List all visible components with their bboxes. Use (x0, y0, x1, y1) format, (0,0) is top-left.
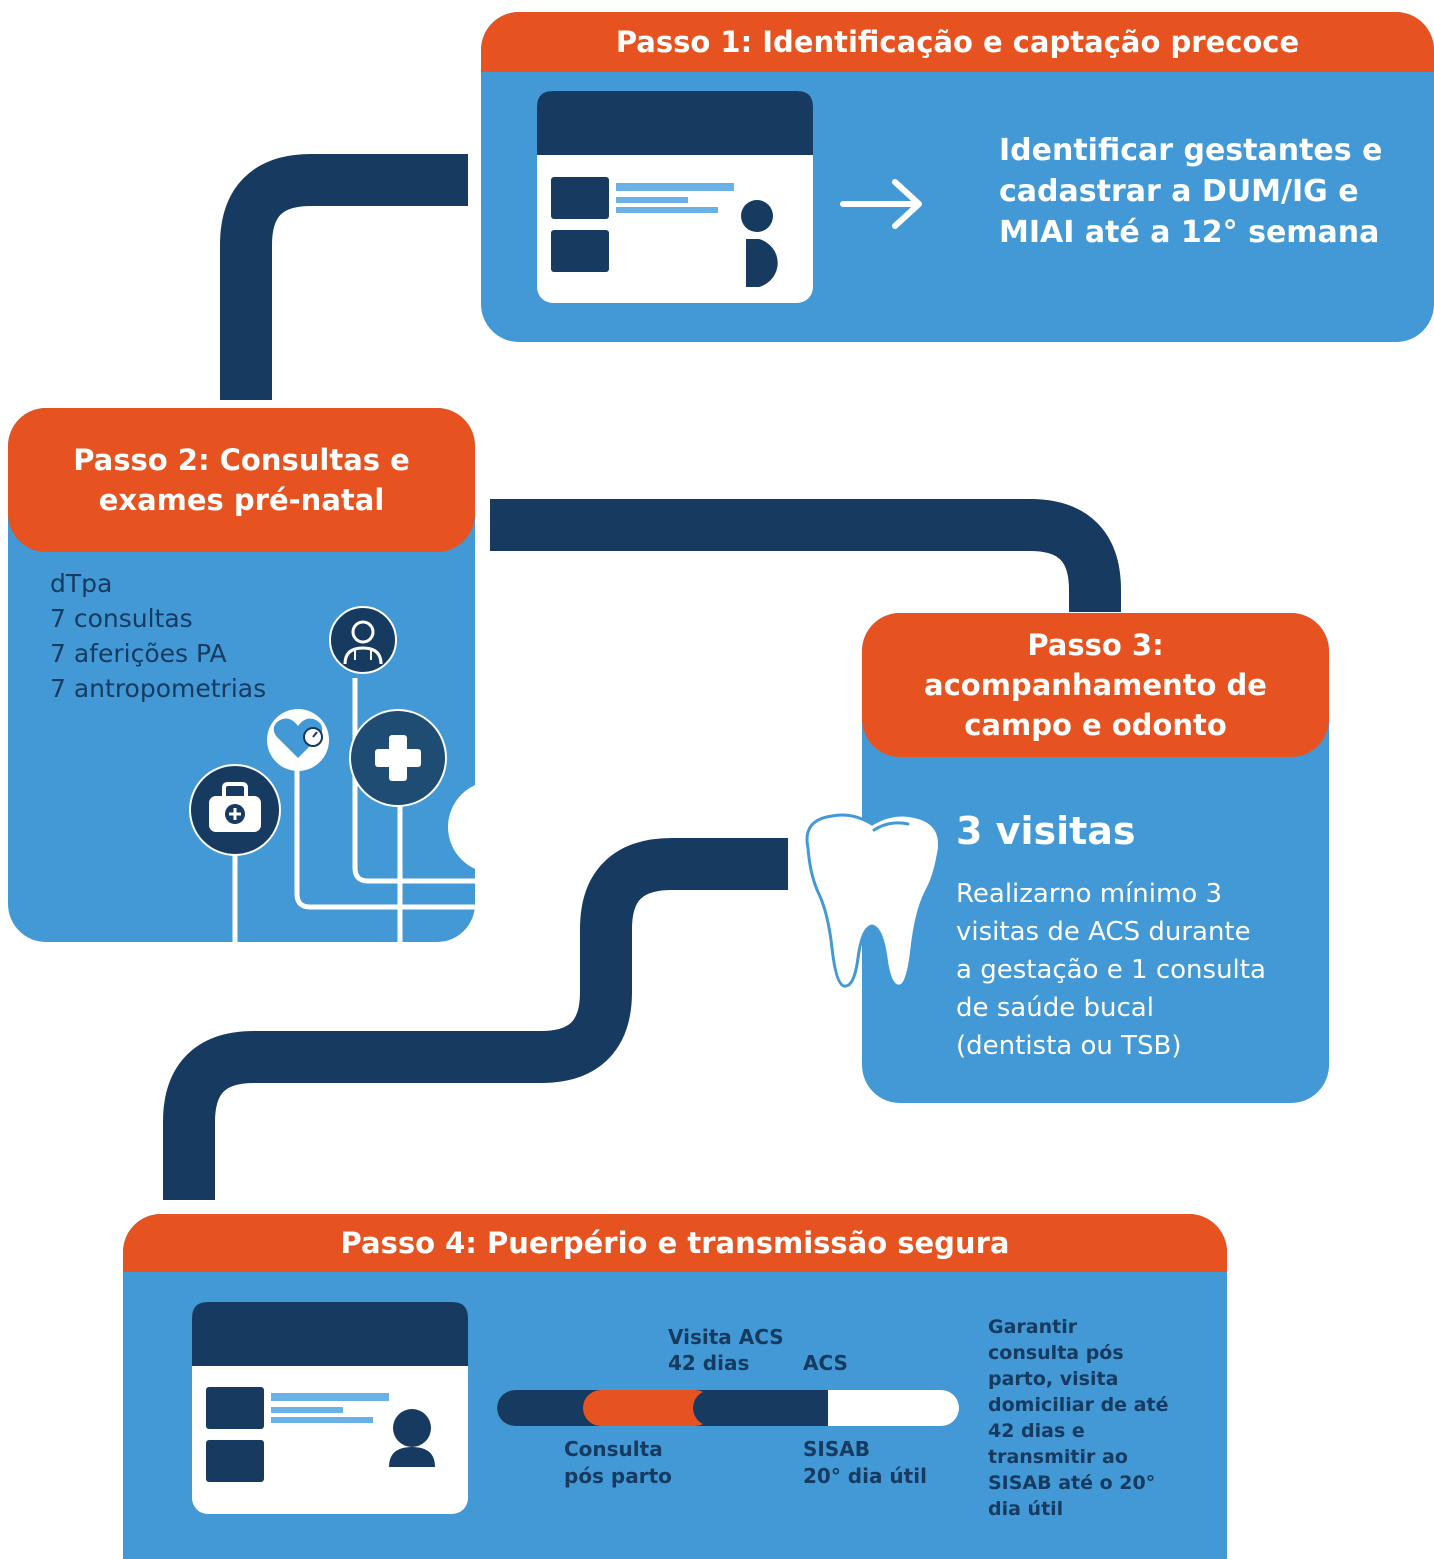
step3-header: Passo 3: acompanhamento de campo e odont… (862, 613, 1329, 757)
user-card-icon (192, 1302, 468, 1514)
step3-text-line: a gestação e 1 consulta (956, 955, 1266, 985)
step4-description: Garantir consulta pós parto, visita domi… (988, 1314, 1218, 1522)
medical-kit-icon (189, 764, 281, 856)
step3-title-line: Passo 3: (1027, 628, 1164, 662)
step3-highlight: 3 visitas (956, 809, 1136, 853)
step2-icons (189, 606, 475, 942)
step3-card: Passo 3: acompanhamento de campo e odont… (862, 613, 1329, 1103)
timeline-bar (497, 1390, 959, 1426)
step4-text-line: SISAB até o 20° (988, 1472, 1156, 1494)
step2-card: Passo 2: Consultas e exames pré-natal dT… (8, 408, 475, 942)
doctor-icon (329, 606, 397, 674)
timeline-label-line: 20° dia útil (803, 1464, 927, 1488)
step4-card: Passo 4: Puerpério e transmissão segura … (123, 1214, 1227, 1559)
step4-text-line: consulta pós (988, 1342, 1124, 1364)
step3-text-line: (dentista ou TSB) (956, 1031, 1182, 1061)
timeline-segment-consulta (583, 1390, 713, 1426)
timeline-label-sisab: SISAB 20° dia útil (803, 1436, 927, 1490)
step4-text-line: dia útil (988, 1498, 1064, 1520)
connector-step1-step2 (220, 154, 468, 400)
step1-header: Passo 1: Identificação e captação precoc… (481, 12, 1434, 72)
step2-title-line: Passo 2: Consultas e (73, 443, 410, 477)
arrow-right-icon (840, 179, 922, 229)
step4-text-line: Garantir (988, 1316, 1078, 1338)
step1-text-line: MIAI até a 12° semana (999, 215, 1380, 250)
step2-items: dTpa 7 consultas 7 aferições PA 7 antrop… (50, 566, 266, 706)
blood-pressure-heart-icon (267, 709, 329, 771)
step2-title-line: exames pré-natal (98, 483, 385, 517)
timeline-label-line: Consulta (564, 1437, 663, 1461)
step3-title-line: acompanhamento de (924, 668, 1267, 702)
step3-title-line: campo e odonto (964, 708, 1227, 742)
step2-header: Passo 2: Consultas e exames pré-natal (8, 408, 475, 552)
connector-step2-step3 (490, 499, 1121, 612)
step2-item: 7 consultas (50, 604, 193, 633)
step4-text-line: parto, visita (988, 1368, 1119, 1390)
timeline-label-line: Visita ACS (668, 1325, 784, 1349)
id-card-icon (537, 91, 813, 303)
step3-text-line: de saúde bucal (956, 993, 1154, 1023)
timeline-label-line: SISAB (803, 1437, 870, 1461)
tooth-icon (805, 813, 941, 988)
step3-text-line: visitas de ACS durante (956, 917, 1251, 947)
step4-header: Passo 4: Puerpério e transmissão segura (123, 1214, 1227, 1272)
step2-item: dTpa (50, 569, 113, 598)
step1-description: Identificar gestantes e cadastrar a DUM/… (999, 130, 1419, 253)
timeline-label-consulta: Consulta pós parto (564, 1436, 672, 1490)
timeline-label-visita-acs: Visita ACS 42 dias (668, 1324, 784, 1376)
step3-description: Realizarno mínimo 3 visitas de ACS duran… (956, 875, 1266, 1065)
step4-title: Passo 4: Puerpério e transmissão segura (340, 1226, 1010, 1260)
medical-cross-icon (349, 709, 447, 807)
connector-step3-step4 (163, 838, 788, 1200)
step2-item: 7 antropometrias (50, 674, 267, 703)
step1-card: Passo 1: Identificação e captação precoc… (481, 12, 1434, 342)
step3-text-line: Realizarno mínimo 3 (956, 879, 1223, 909)
step1-text-line: cadastrar a DUM/IG e (999, 174, 1359, 209)
step4-text-line: domiciliar de até (988, 1394, 1169, 1416)
timeline-label-line: 42 dias (668, 1351, 750, 1375)
timeline-label-line: pós parto (564, 1464, 672, 1488)
timeline-label-acs: ACS (803, 1350, 848, 1376)
step1-title: Passo 1: Identificação e captação precoc… (615, 25, 1300, 59)
step4-text-line: transmitir ao (988, 1446, 1128, 1468)
step1-text-line: Identificar gestantes e (999, 133, 1383, 168)
timeline-label-line: ACS (803, 1351, 848, 1375)
step4-text-line: 42 dias e (988, 1420, 1085, 1442)
step2-item: 7 aferições PA (50, 639, 227, 668)
timeline-segment-visita (693, 1390, 828, 1426)
